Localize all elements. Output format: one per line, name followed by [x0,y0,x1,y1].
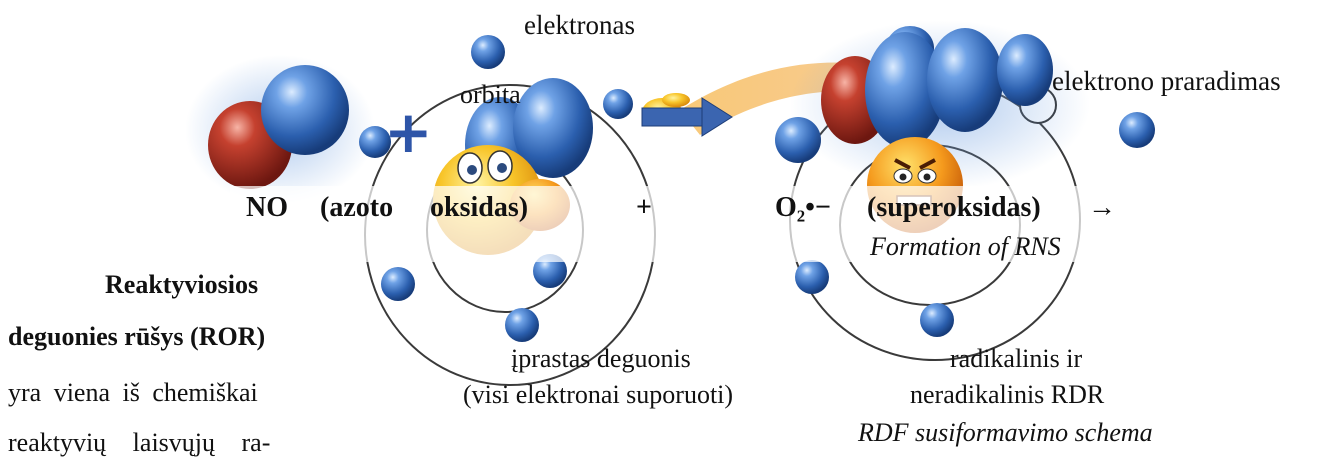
electrons-left [359,35,633,342]
label-radical-line1: radikalinis ir [950,344,1083,373]
blue-arrow-icon [641,97,733,137]
heading-line2: deguonies rūšys (ROR) [8,322,266,351]
equation-no: NO [246,192,288,223]
label-orbit: orbita [460,80,521,109]
superoxide-molecule [790,20,1090,190]
label-radical-line2: neradikalinis RDR [910,380,1105,409]
scheme-caption: RDF susiformavimo schema [858,418,1153,447]
body-line2: reaktyvių laisvųjų ra- [8,428,271,457]
equation-superoxide-formula: O₂•− [775,192,831,223]
plus-icon: + [384,98,433,166]
no-molecule [185,55,375,205]
label-ordinary-oxygen-line2: (visi elektronai suporuoti) [463,380,734,409]
equation-arrow: → [1088,192,1116,223]
heading-line1: Reaktyviosios [105,270,259,299]
body-line1: yra viena iš chemiškai [8,378,258,407]
equation-oksidas: oksidas) [430,192,529,223]
equation-result: Formation of RNS [870,232,1061,261]
equation-plus: + [636,192,652,223]
equation-azoto: (azoto [320,192,394,223]
label-electron: elektronas [524,10,635,40]
equation-backdrop [230,186,1136,262]
equation-superoksidas: (superoksidas) [867,192,1041,223]
label-ordinary-oxygen-line1: įprastas deguonis [511,344,691,373]
label-electron-loss: elektrono praradimas [1052,66,1281,96]
